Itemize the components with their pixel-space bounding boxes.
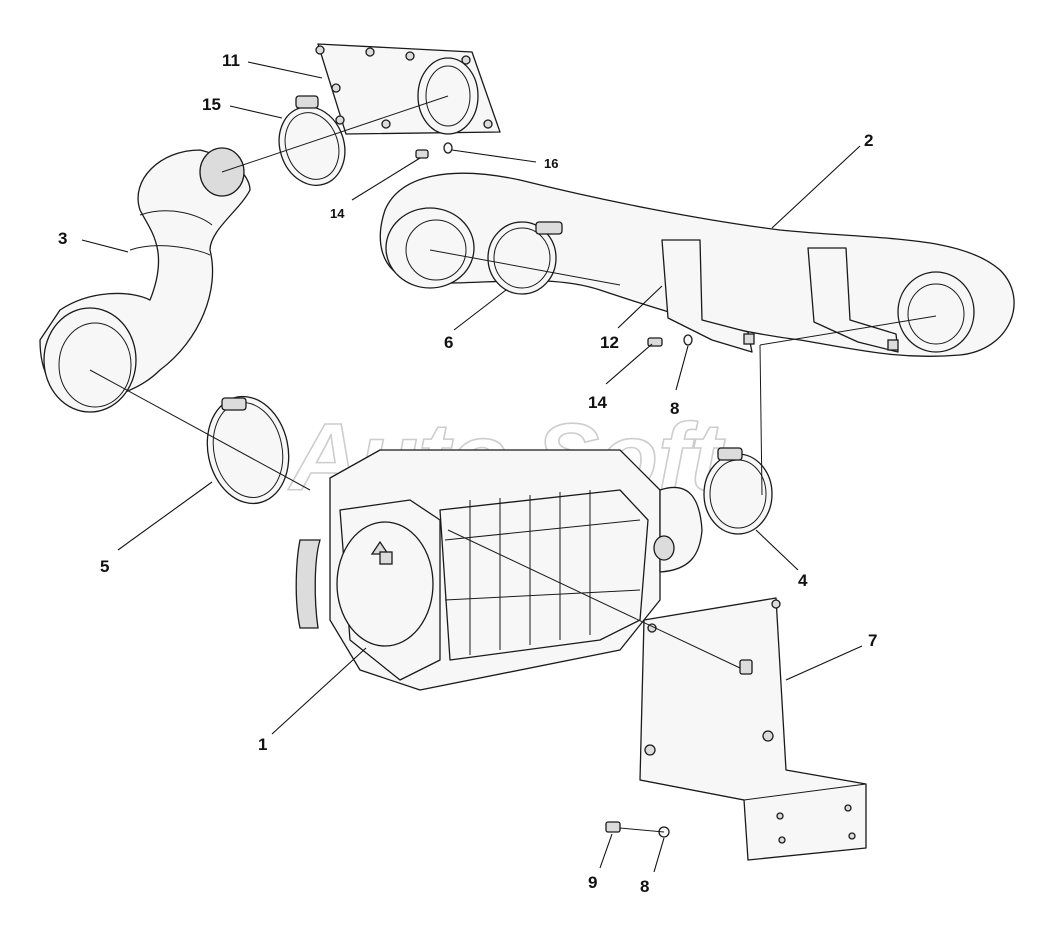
callout-15: 15 xyxy=(202,95,221,114)
callout-9: 9 xyxy=(588,873,597,892)
callout-7: 7 xyxy=(868,631,877,650)
callout-8-bottom: 8 xyxy=(640,877,649,896)
callout-14-top: 14 xyxy=(330,206,345,221)
callout-6: 6 xyxy=(444,333,453,352)
flange-plate-11 xyxy=(315,43,501,135)
clamp-6 xyxy=(487,221,563,295)
callout-14-mid: 14 xyxy=(588,393,607,412)
callout-3: 3 xyxy=(58,229,67,248)
leader-lines xyxy=(81,61,863,873)
clamp-15 xyxy=(278,95,346,186)
mounting-bracket-7 xyxy=(639,597,867,861)
bolt-14-mid xyxy=(647,337,663,347)
clamp-4 xyxy=(703,447,773,535)
callout-4: 4 xyxy=(798,571,808,590)
bolt-9 xyxy=(605,821,621,833)
callouts: 11 15 2 16 14 3 6 12 14 8 5 4 7 1 9 8 xyxy=(58,51,877,896)
callout-5: 5 xyxy=(100,557,109,576)
bolt-housing xyxy=(739,659,753,675)
callout-12: 12 xyxy=(600,333,619,352)
air-filter-housing-1 xyxy=(295,449,703,691)
callout-11: 11 xyxy=(222,51,240,70)
callout-1: 1 xyxy=(258,735,267,754)
pipe-2 xyxy=(379,172,1015,357)
clamp-5 xyxy=(206,395,290,505)
callout-2: 2 xyxy=(864,131,873,150)
washer-8-mid xyxy=(683,334,693,346)
bolt-14-top xyxy=(415,149,429,159)
callout-8-mid: 8 xyxy=(670,399,679,418)
hose-3 xyxy=(39,147,251,413)
assembly-lines xyxy=(89,95,937,833)
washer-16 xyxy=(443,142,453,154)
callout-16: 16 xyxy=(544,156,558,171)
